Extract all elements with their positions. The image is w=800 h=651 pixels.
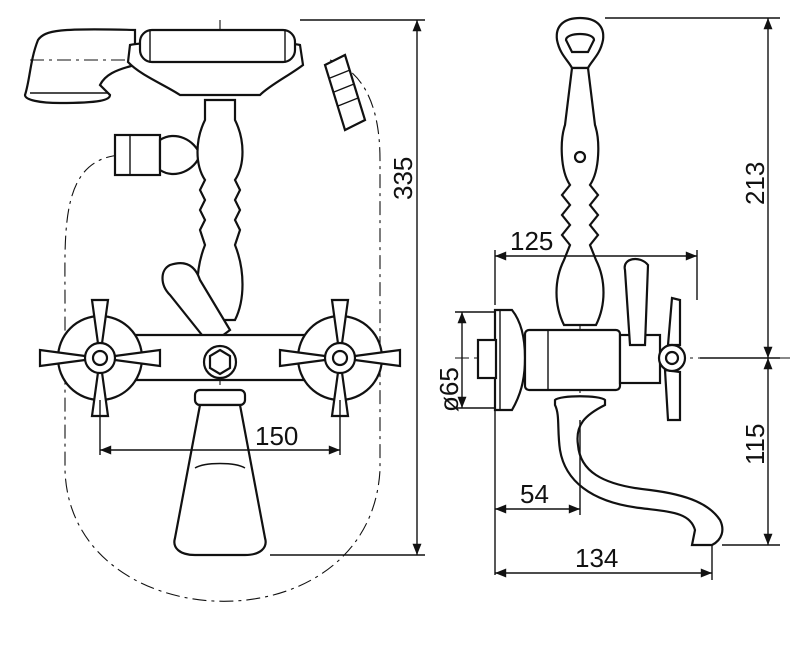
right-valve (278, 298, 402, 418)
side-rosette (476, 308, 527, 412)
dim-label-134: 134 (575, 543, 618, 573)
dim-213: 213 (605, 17, 780, 359)
dim-label-125: 125 (510, 226, 553, 256)
dim-label-335: 335 (388, 157, 418, 200)
dim-125: 125 (494, 226, 698, 305)
center-nut (202, 344, 238, 380)
side-body (523, 328, 622, 392)
dim-label-o65: ø65 (434, 367, 464, 412)
side-view: 125 ø65 54 134 213 (434, 16, 790, 580)
dim-label-150: 150 (255, 421, 298, 451)
dim-150: 150 (99, 400, 341, 455)
hose-connector (323, 53, 367, 132)
front-spout (173, 388, 267, 557)
dim-o65: ø65 (434, 311, 495, 412)
dim-label-54: 54 (520, 479, 549, 509)
side-hook (555, 16, 605, 70)
left-valve (38, 298, 162, 418)
dim-115: 115 (722, 358, 780, 546)
dim-label-213: 213 (740, 162, 770, 205)
dim-label-115: 115 (740, 424, 770, 465)
side-spout (553, 395, 724, 547)
dim-335: 335 (270, 19, 425, 556)
hand-shower (23, 28, 137, 105)
side-column (555, 66, 605, 327)
shower-cradle (126, 28, 305, 97)
dim-134: 134 (495, 543, 713, 580)
front-view: 150 335 (23, 19, 425, 602)
riser-column (196, 98, 244, 322)
dim-54: 54 (494, 410, 581, 575)
hose-path (64, 59, 381, 602)
side-handle (618, 257, 687, 422)
